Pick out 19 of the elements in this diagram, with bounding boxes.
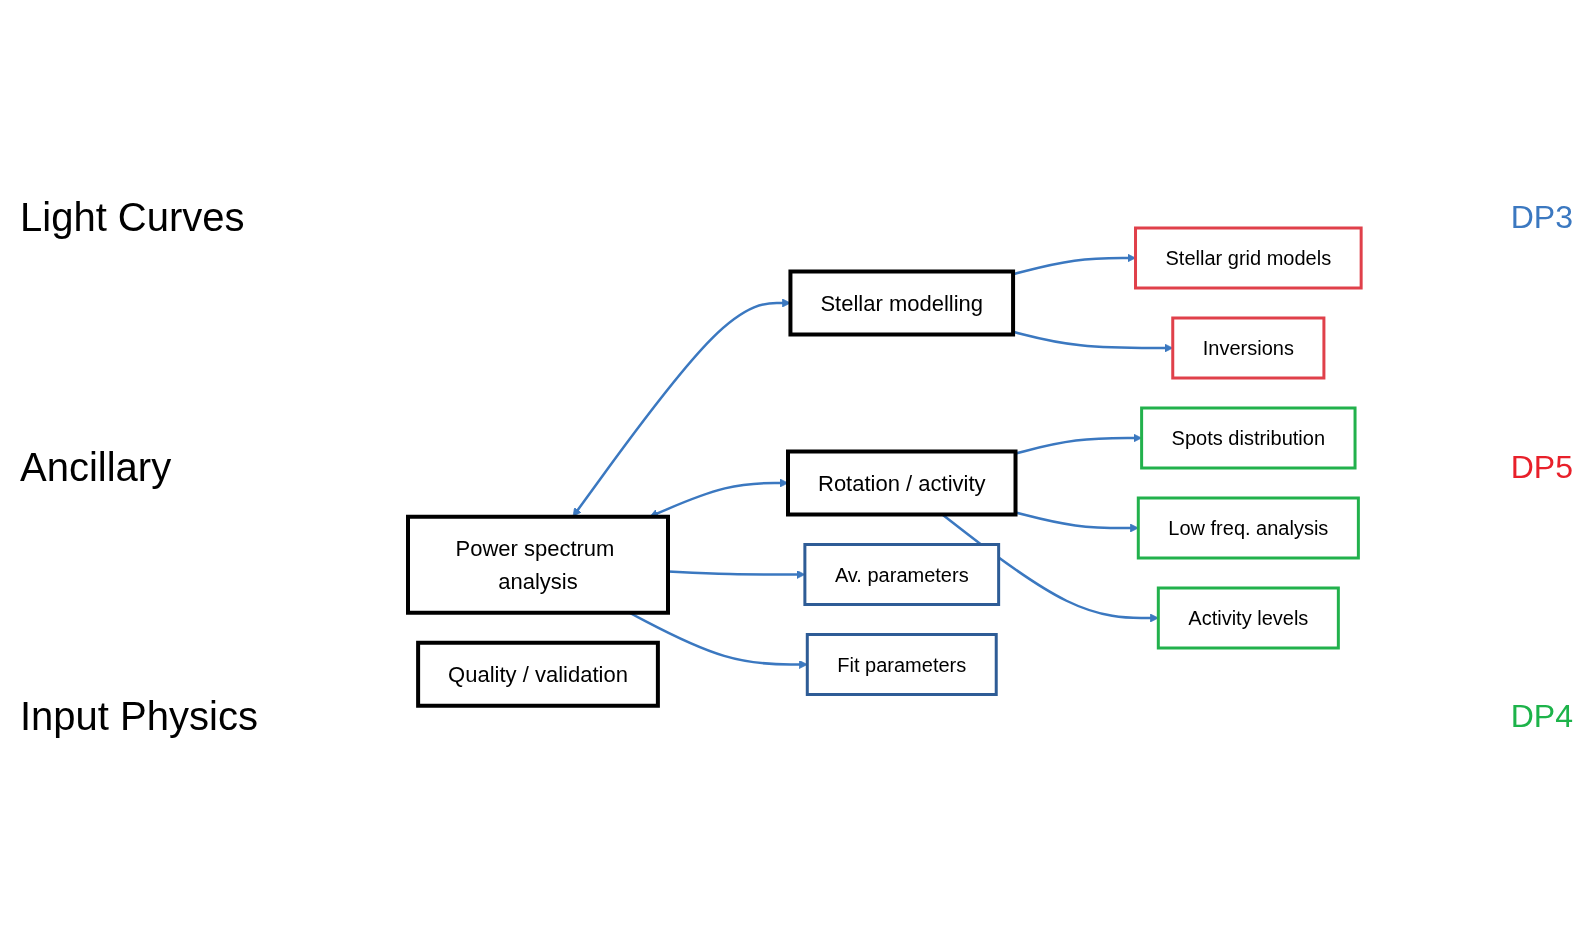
side-label: Ancillary xyxy=(20,444,173,490)
node-box: Rotation / activity xyxy=(785,449,1018,517)
node-box: Activity levels xyxy=(1156,586,1340,650)
node-box: Inversions xyxy=(1171,316,1326,380)
node-box: Stellar grid models xyxy=(1133,226,1363,290)
side-label: Input Physics xyxy=(20,693,258,739)
node-box: Power spectrum analysis xyxy=(405,514,670,615)
product-label: DP4 xyxy=(1510,697,1573,735)
node-box: Spots distribution xyxy=(1139,406,1357,470)
arrow xyxy=(941,513,1159,623)
node-box: Fit parameters xyxy=(805,633,998,697)
product-label: DP5 xyxy=(1510,448,1573,486)
node-box: Low freq. analysis xyxy=(1136,496,1360,560)
side-label: Light Curves xyxy=(20,195,246,241)
node-box: Stellar modelling xyxy=(788,269,1015,337)
node-box: Quality / validation xyxy=(415,640,660,708)
node-box: Av. parameters xyxy=(803,543,1000,607)
product-label: DP3 xyxy=(1510,199,1573,237)
arrow xyxy=(1012,330,1173,353)
